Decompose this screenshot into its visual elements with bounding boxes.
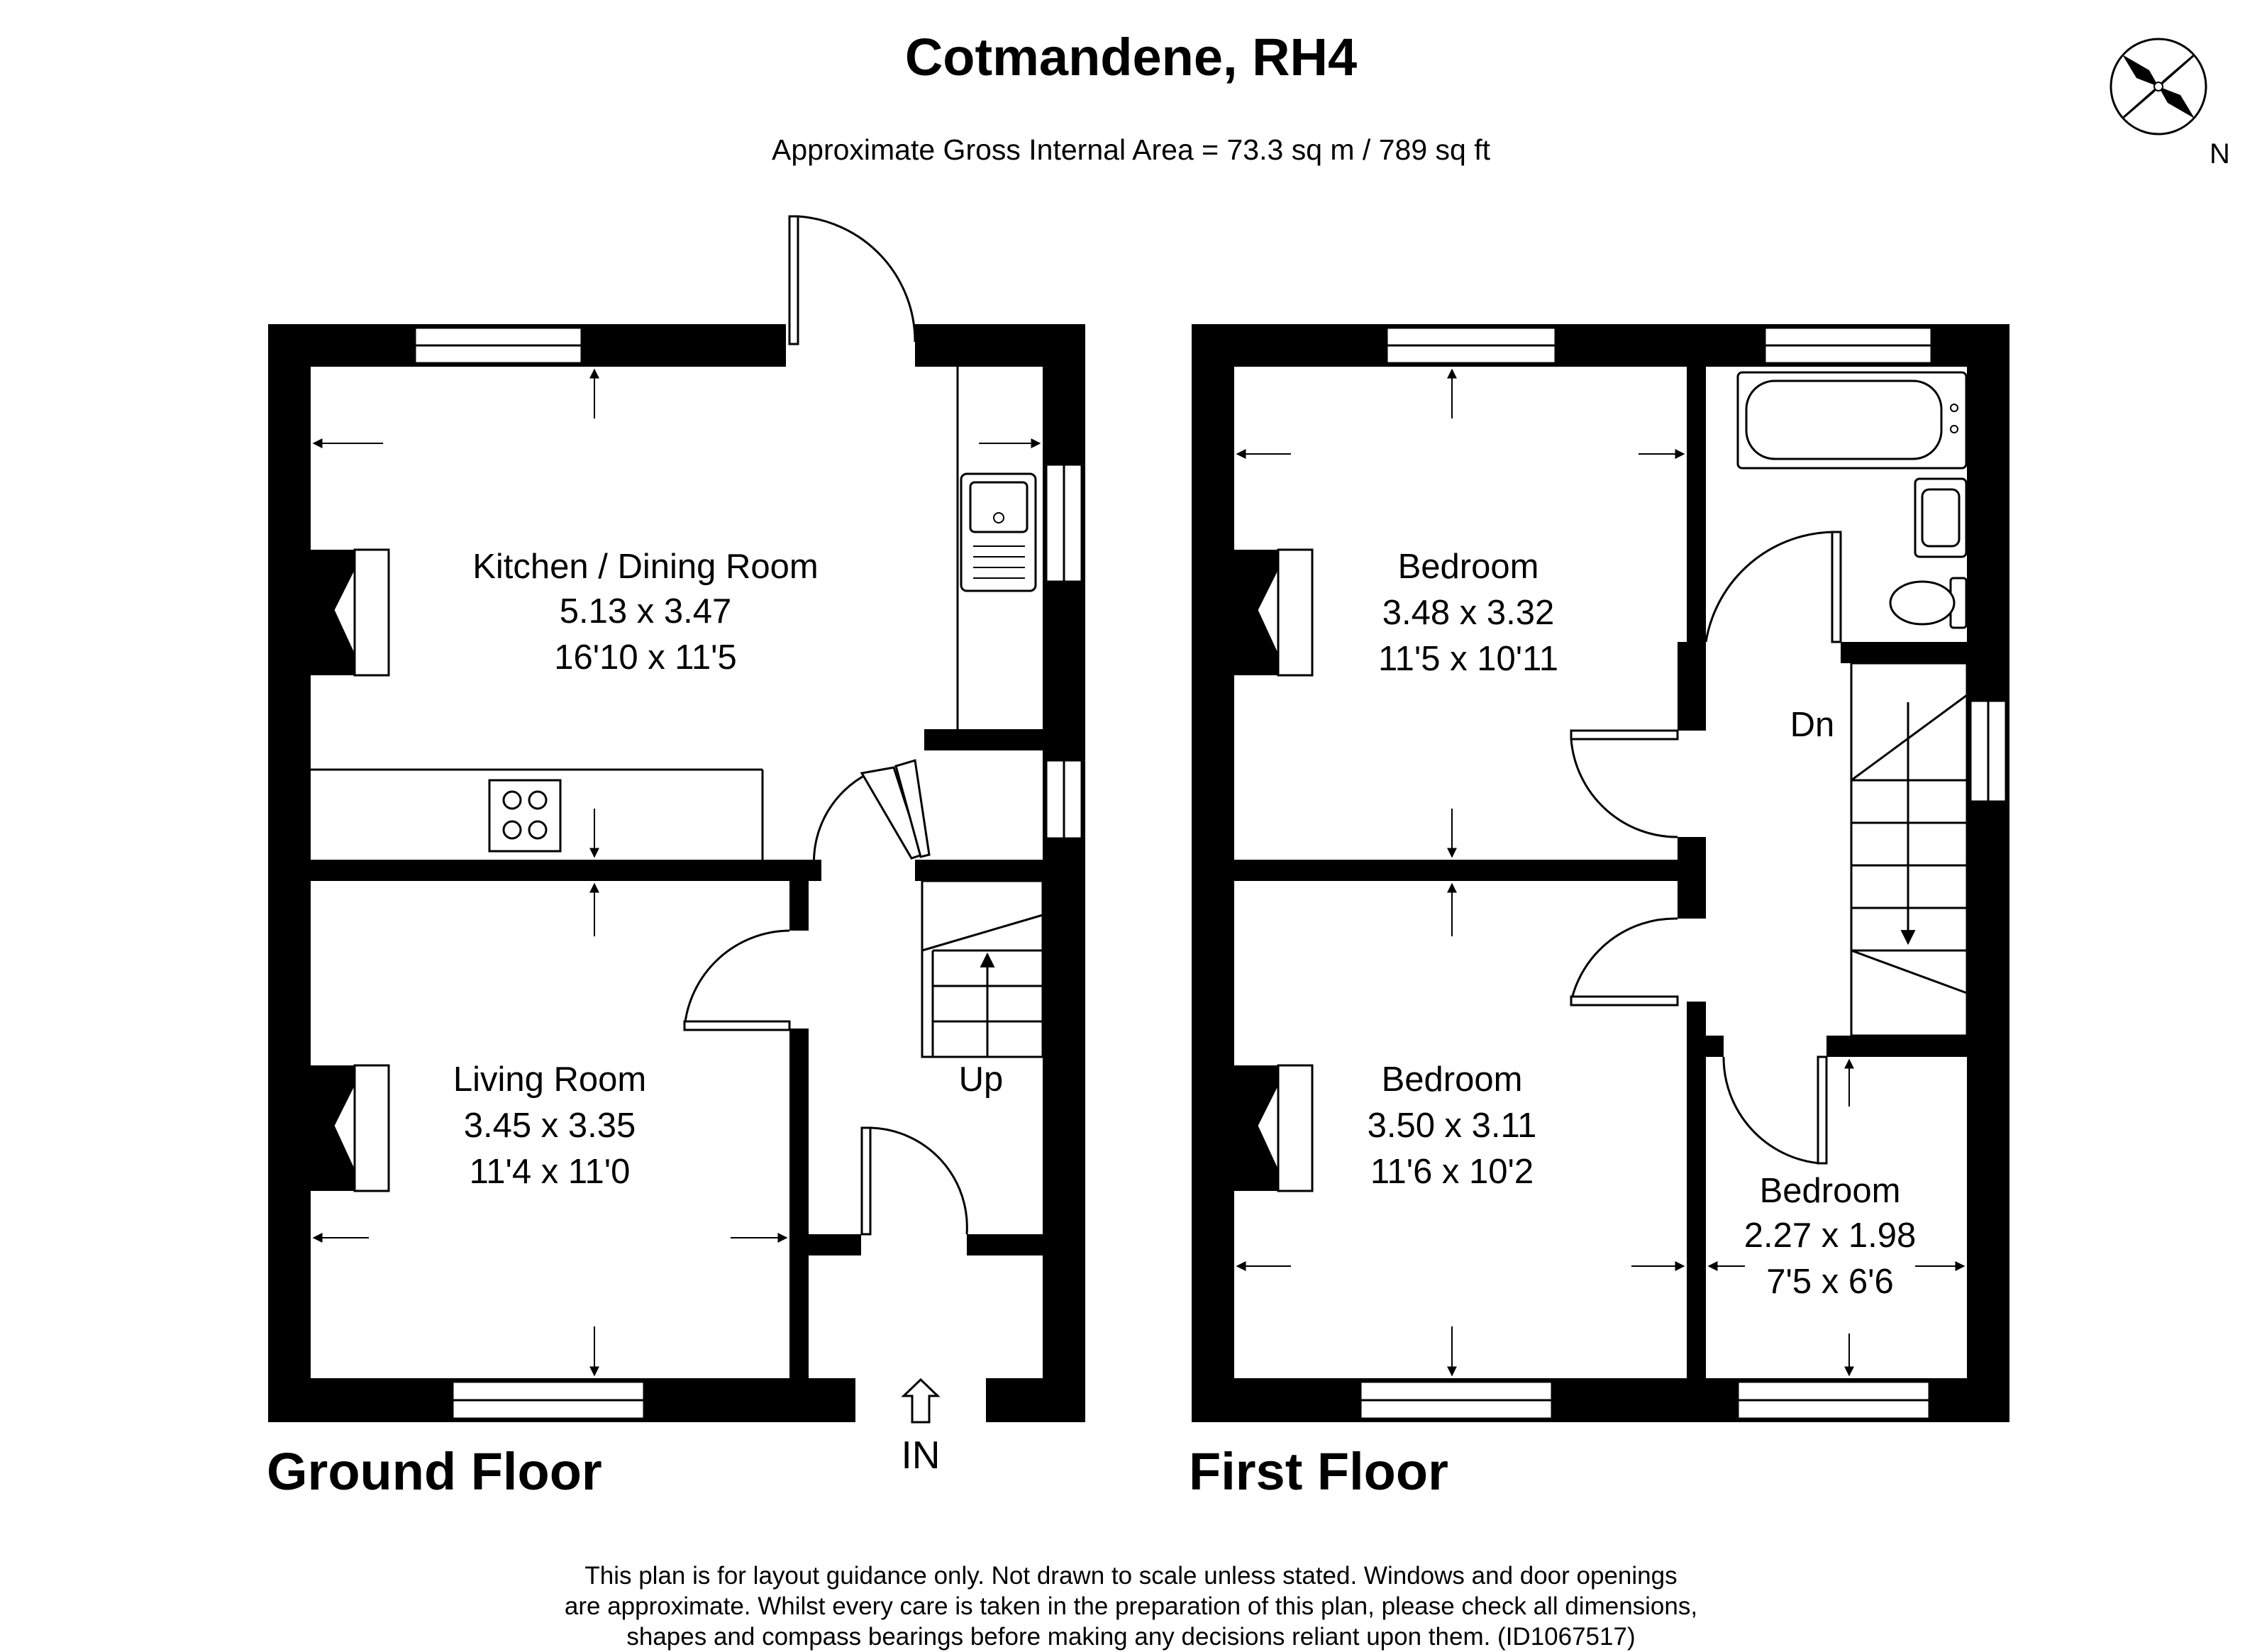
ground-floor-label: Ground Floor xyxy=(267,1442,602,1501)
room-imperial-dimensions: 11'6 x 10'2 xyxy=(1370,1153,1534,1191)
room-metric-dimensions: 5.13 x 3.47 xyxy=(560,592,731,631)
room-name: Bedroom xyxy=(1382,1060,1523,1099)
disclaimer-line: are approximate. Whilst every care is ta… xyxy=(564,1592,1698,1620)
bedroom-1-label: Bedroom 3.48 x 3.32 11'5 x 10'11 xyxy=(1378,548,1558,678)
living-room-label: Living Room 3.45 x 3.35 11'4 x 11'0 xyxy=(453,1060,646,1191)
room-metric-dimensions: 3.45 x 3.35 xyxy=(464,1107,636,1145)
room-imperial-dimensions: 7'5 x 6'6 xyxy=(1766,1263,1893,1301)
stairs-up-label: Up xyxy=(959,1060,1004,1099)
room-imperial-dimensions: 16'10 x 11'5 xyxy=(554,638,737,677)
kitchen-dining-room-label: Kitchen / Dining Room 5.13 x 3.47 16'10 … xyxy=(472,548,819,677)
wall xyxy=(986,1378,1085,1422)
room-metric-dimensions: 2.27 x 1.98 xyxy=(1744,1216,1916,1255)
room-name: Bedroom xyxy=(1760,1172,1901,1210)
room-name: Kitchen / Dining Room xyxy=(472,548,819,586)
compass-north-label: N xyxy=(2210,138,2230,170)
north-compass-icon xyxy=(2109,38,2207,135)
stairs-down-label: Dn xyxy=(1790,706,1835,744)
room-name: Bedroom xyxy=(1398,548,1539,586)
bedroom-2-label: Bedroom 3.50 x 3.11 11'6 x 10'2 xyxy=(1368,1060,1537,1191)
entrance-arrow-icon xyxy=(901,1377,941,1424)
entrance-label: IN xyxy=(902,1433,941,1477)
room-metric-dimensions: 3.48 x 3.32 xyxy=(1382,594,1554,632)
first-floor-plan xyxy=(1192,324,2009,1422)
wall xyxy=(268,324,311,1422)
disclaimer-line: This plan is for layout guidance only. N… xyxy=(584,1562,1678,1590)
room-name: Living Room xyxy=(453,1060,646,1099)
room-imperial-dimensions: 11'5 x 10'11 xyxy=(1378,640,1558,678)
room-metric-dimensions: 3.50 x 3.11 xyxy=(1368,1107,1537,1145)
bedroom-3-label: Bedroom 2.27 x 1.98 7'5 x 6'6 xyxy=(1744,1172,1916,1301)
plan-title: Cotmandene, RH4 xyxy=(904,28,1358,87)
hob-icon xyxy=(488,779,562,853)
gross-internal-area: Approximate Gross Internal Area = 73.3 s… xyxy=(772,133,1490,166)
ground-floor-plan xyxy=(268,215,1085,1424)
room-imperial-dimensions: 11'4 x 11'0 xyxy=(470,1153,631,1191)
first-floor-label: First Floor xyxy=(1189,1442,1448,1501)
disclaimer: This plan is for layout guidance only. N… xyxy=(0,1560,2262,1652)
